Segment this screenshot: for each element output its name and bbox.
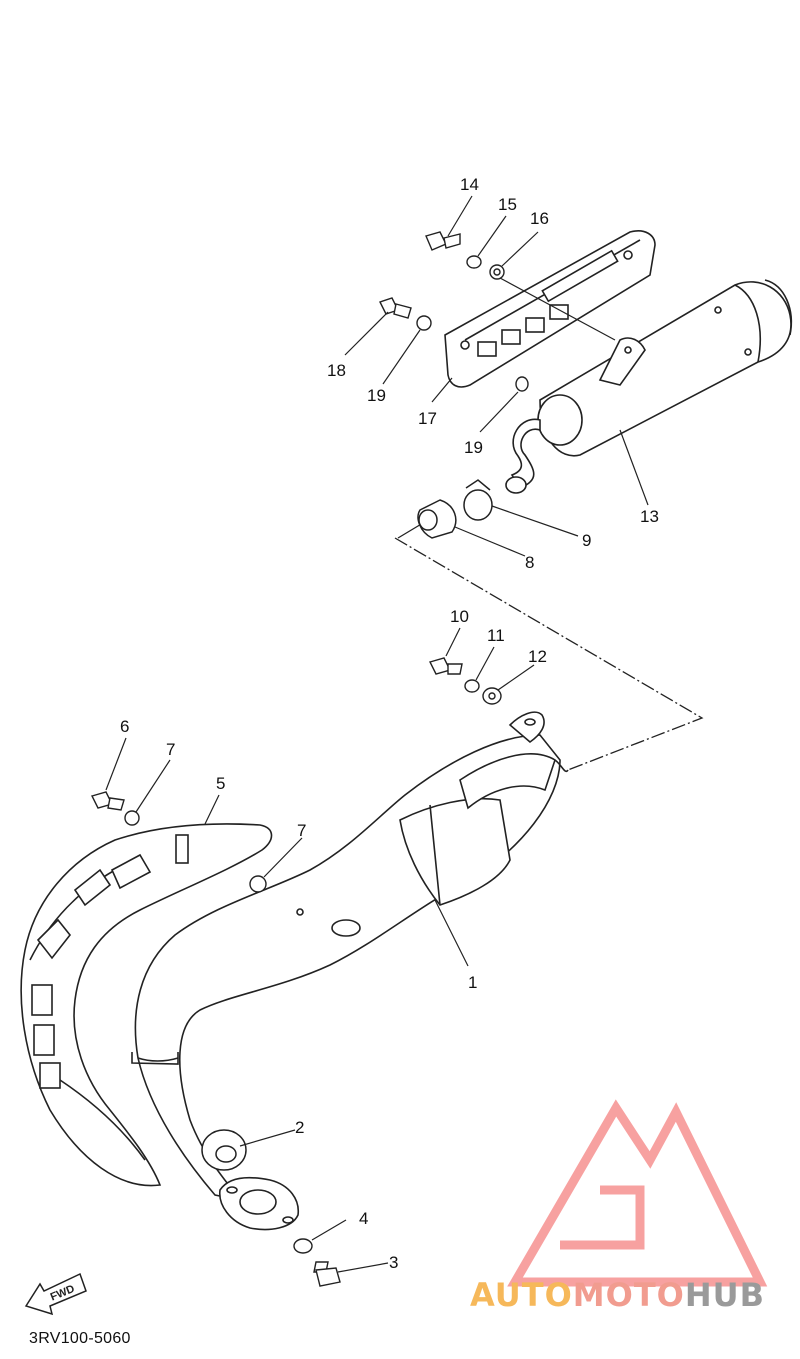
automotohub-logo-icon bbox=[507, 1099, 768, 1287]
callout-9: 9 bbox=[582, 531, 591, 550]
callout-10: 10 bbox=[450, 607, 469, 626]
bolt-part-6 bbox=[90, 791, 125, 811]
brand-part-moto: MOTO bbox=[572, 1276, 685, 1314]
brand-wordmark: AUTOMOTOHUB bbox=[470, 1276, 765, 1314]
callout-8: 8 bbox=[525, 553, 534, 572]
callout-19-lower: 19 bbox=[464, 438, 483, 457]
assembly-reference-line bbox=[394, 522, 704, 771]
callout-7-upper: 7 bbox=[166, 740, 175, 759]
clamp-part-9 bbox=[463, 479, 493, 521]
catalog-code: 3RV100-5060 bbox=[29, 1330, 131, 1347]
bolt-part-3 bbox=[313, 1261, 341, 1287]
washer-part-7-upper bbox=[124, 810, 140, 826]
callout-18: 18 bbox=[327, 361, 346, 380]
callout-4: 4 bbox=[359, 1209, 368, 1228]
washer-part-7-lower bbox=[249, 875, 267, 893]
callout-15: 15 bbox=[498, 195, 517, 214]
callout-19-upper: 19 bbox=[367, 386, 386, 405]
callout-14: 14 bbox=[460, 175, 479, 194]
callout-1: 1 bbox=[468, 973, 477, 992]
washer-part-12 bbox=[482, 687, 502, 705]
fwd-arrow-icon: FWD bbox=[24, 1272, 87, 1316]
silencer-part-13 bbox=[505, 279, 792, 494]
protector-part-5 bbox=[20, 823, 273, 1187]
washer-part-15 bbox=[466, 255, 482, 269]
leader-lines bbox=[105, 195, 649, 1273]
bolt-part-10 bbox=[428, 657, 463, 675]
brand-part-hub: HUB bbox=[684, 1276, 766, 1314]
washer-part-11 bbox=[464, 679, 480, 693]
washer-part-4 bbox=[293, 1238, 313, 1254]
callout-3: 3 bbox=[389, 1253, 398, 1272]
callout-11: 11 bbox=[487, 626, 505, 645]
gasket-part-2 bbox=[201, 1129, 247, 1171]
protector-part-17 bbox=[444, 230, 656, 388]
callout-12: 12 bbox=[528, 647, 547, 666]
callout-13: 13 bbox=[640, 507, 659, 526]
callout-2: 2 bbox=[295, 1118, 304, 1137]
callout-6: 6 bbox=[120, 717, 129, 736]
brand-part-auto: AUTO bbox=[470, 1276, 573, 1314]
bolt-14-to-bracket-line bbox=[499, 277, 616, 341]
callout-16: 16 bbox=[530, 209, 549, 228]
washer-part-19-lower bbox=[515, 376, 529, 392]
callout-5: 5 bbox=[216, 774, 225, 793]
washer-part-19-upper bbox=[416, 315, 432, 331]
bolt-part-18 bbox=[379, 297, 412, 319]
exhaust-pipe-part-1 bbox=[131, 711, 569, 1231]
callout-7-lower: 7 bbox=[297, 821, 306, 840]
callout-17: 17 bbox=[418, 409, 437, 428]
gasket-part-8 bbox=[417, 499, 457, 539]
callout-labels: 1 2 3 4 5 6 7 7 8 9 10 11 12 13 14 15 16… bbox=[120, 175, 659, 1272]
bolt-part-14 bbox=[425, 231, 461, 251]
washer-part-16 bbox=[489, 264, 505, 280]
